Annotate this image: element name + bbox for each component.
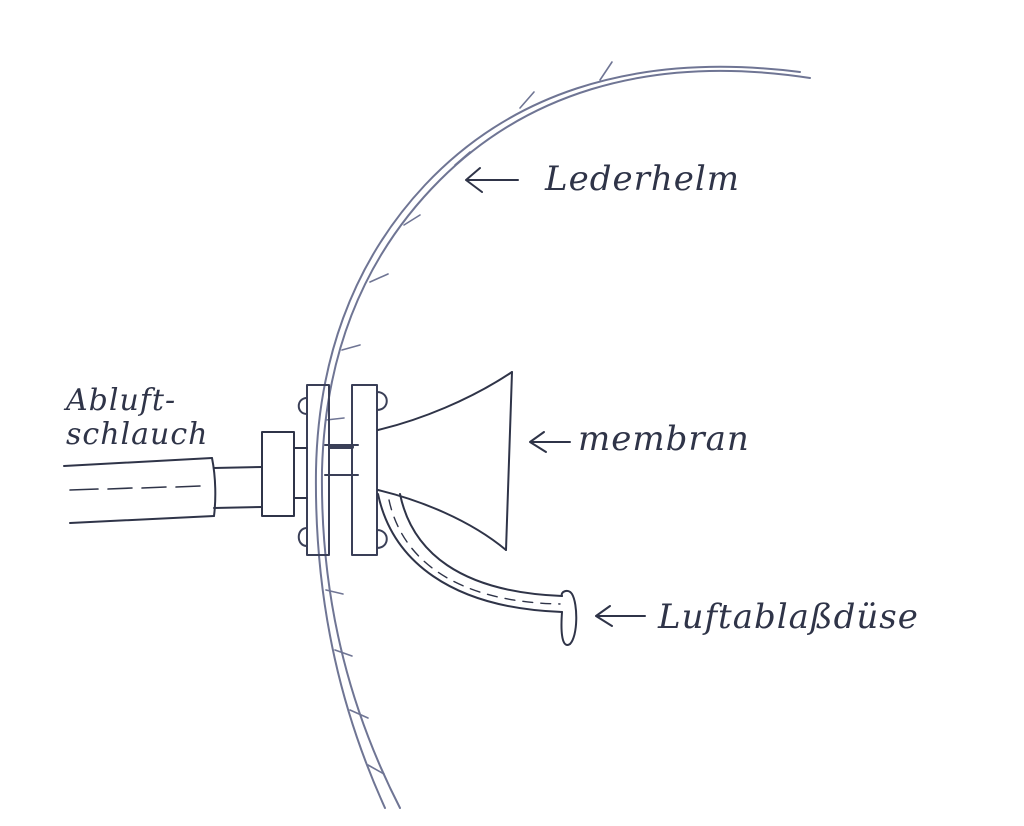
hose-adapter <box>213 466 263 509</box>
exhaust-hose-label-line2: schlauch <box>66 417 209 452</box>
leather-helmet-shape <box>314 61 811 809</box>
air-release-tube <box>377 493 578 646</box>
coupling-to-flange <box>293 447 308 499</box>
horn-upper-edge <box>377 371 513 431</box>
tube-centerline <box>388 499 561 605</box>
hose-bottom-edge <box>69 515 215 524</box>
nozzle-label: Luftablaßdüse <box>658 597 919 637</box>
flange-bolt-top-left <box>297 397 308 415</box>
flange-assembly <box>297 384 388 556</box>
flange-plate-right <box>351 384 378 556</box>
hose-coupling <box>261 431 295 517</box>
exhaust-hose <box>63 431 308 524</box>
horn-mouth <box>505 371 513 551</box>
arrow-left-icon <box>595 605 646 627</box>
hose-end-right <box>211 457 217 517</box>
helmet-label: Lederhelm <box>545 159 740 199</box>
flange-bolt-bottom-right <box>376 529 388 549</box>
flange-plate-left <box>306 384 330 556</box>
nozzle-cap <box>560 589 578 646</box>
flange-bolt-bottom-left <box>297 527 308 547</box>
membrane-horn <box>377 371 513 551</box>
tube-inner-edge <box>399 493 563 597</box>
flange-bolt-top-right <box>376 391 388 411</box>
hose-top-edge <box>63 457 213 467</box>
leader-arrows <box>465 167 646 627</box>
horn-lower-edge <box>377 489 507 551</box>
arrow-left-icon <box>465 167 519 193</box>
arrow-left-icon <box>529 431 571 453</box>
tube-outer-edge <box>377 493 563 613</box>
helmet-inner-edge <box>314 65 801 809</box>
membrane-label: membran <box>578 419 750 459</box>
exhaust-hose-label-line1: Abluft- <box>66 383 177 418</box>
helmet-hatching <box>325 61 613 775</box>
hose-centerline <box>69 485 201 491</box>
